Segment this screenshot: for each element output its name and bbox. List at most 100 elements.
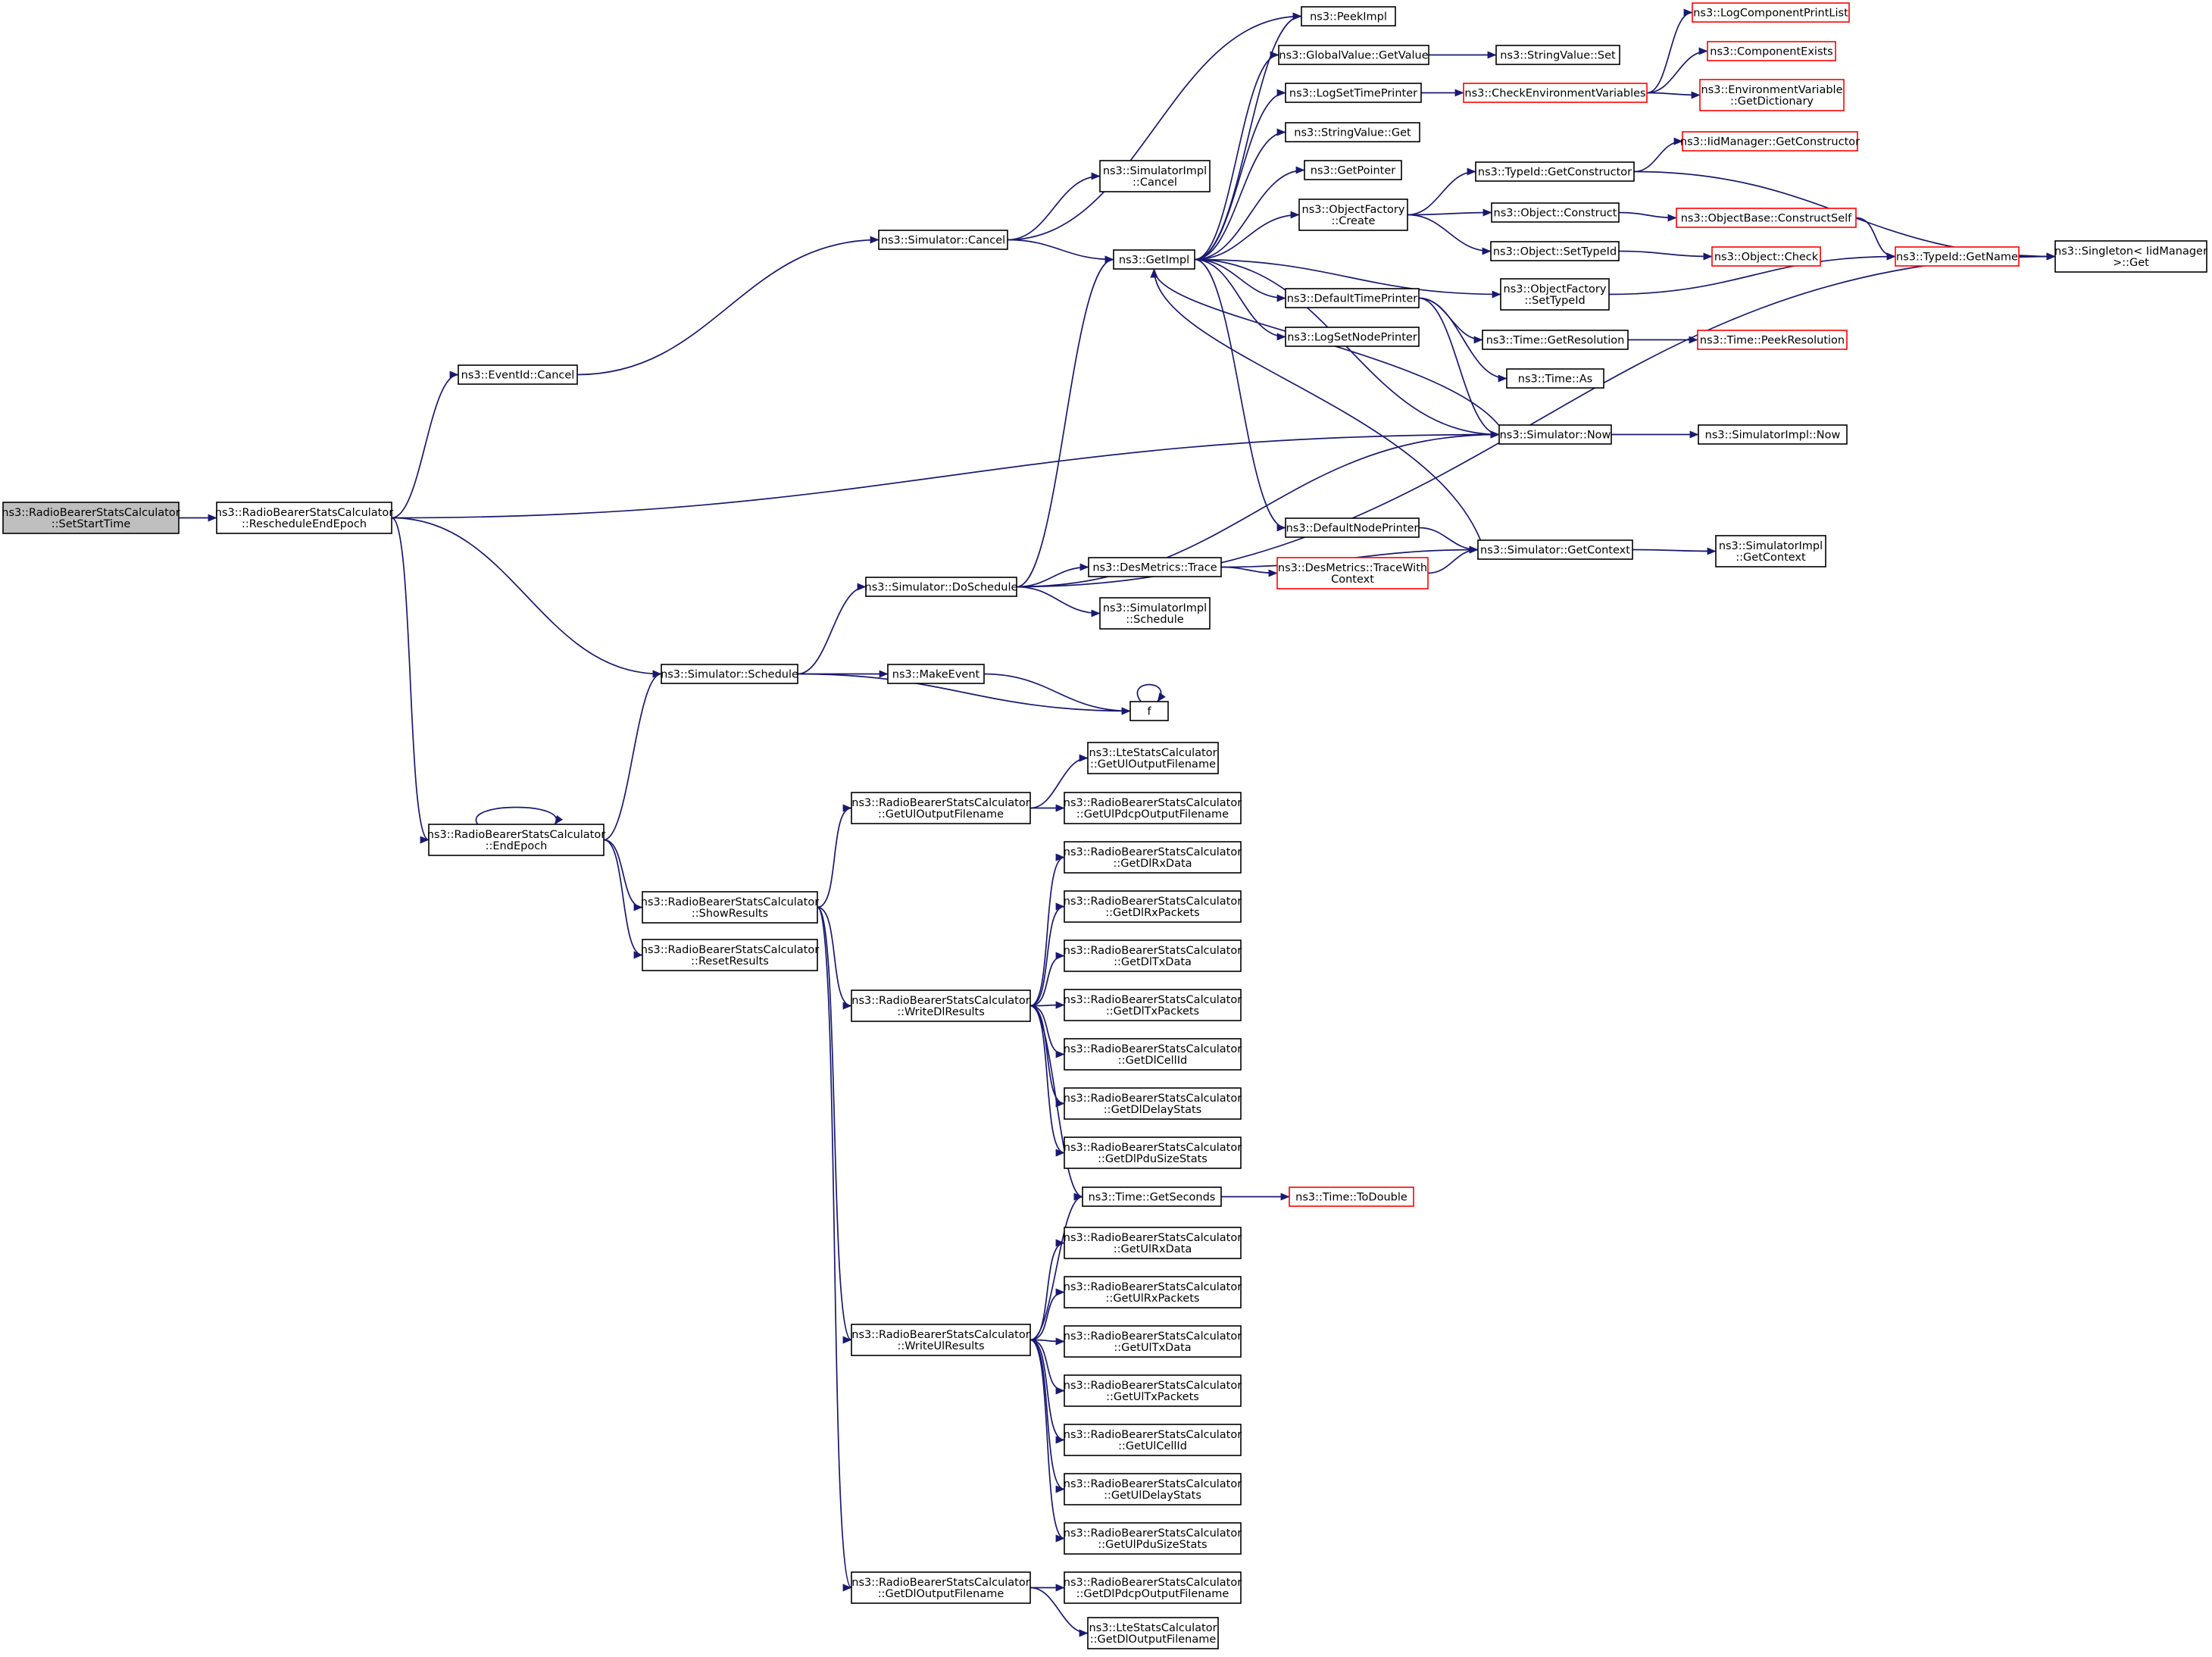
node-getdlrxpackets[interactable]: ns3::RadioBearerStatsCalculator::GetDlRx… — [1064, 890, 1242, 923]
node-label: ns3::DefaultNodePrinter — [1286, 523, 1419, 535]
node-getulrxpackets[interactable]: ns3::RadioBearerStatsCalculator::GetUlRx… — [1064, 1276, 1242, 1308]
node-iidgetctor[interactable]: ns3::IidManager::GetConstructor — [1680, 131, 1860, 152]
node-makeevent[interactable]: ns3::MakeEvent — [887, 664, 985, 684]
node-objbaseconstruct[interactable]: ns3::ObjectBase::ConstructSelf — [1676, 208, 1857, 228]
edge-typeidgetctor-to-iidgetctor — [1633, 137, 1683, 173]
node-box — [1064, 989, 1242, 1021]
node-box — [1285, 122, 1420, 142]
node-defaulttimeprinter[interactable]: ns3::DefaultTimePrinter — [1285, 288, 1420, 308]
node-getulpdcpoutfn[interactable]: ns3::RadioBearerStatsCalculator::GetUlPd… — [1064, 792, 1242, 824]
node-svget[interactable]: ns3::StringValue::Get — [1285, 122, 1420, 142]
node-simschedule[interactable]: ns3::Simulator::Schedule — [661, 664, 798, 684]
node-label: ns3::Time::As — [1518, 374, 1592, 386]
node-typeidgetctor[interactable]: ns3::TypeId::GetConstructor — [1475, 161, 1635, 182]
node-getdlrxdata[interactable]: ns3::RadioBearerStatsCalculator::GetDlRx… — [1064, 841, 1242, 874]
node-resetresults[interactable]: ns3::RadioBearerStatsCalculator::ResetRe… — [641, 939, 819, 971]
node-getuldelay[interactable]: ns3::RadioBearerStatsCalculator::GetUlDe… — [1064, 1473, 1242, 1505]
node-objfactcreate[interactable]: ns3::ObjectFactory::Create — [1298, 199, 1408, 231]
node-timeas[interactable]: ns3::Time::As — [1506, 368, 1604, 389]
node-getulpdusize[interactable]: ns3::RadioBearerStatsCalculator::GetUlPd… — [1064, 1522, 1242, 1555]
node-logsettime[interactable]: ns3::LogSetTimePrinter — [1285, 83, 1422, 103]
node-svset[interactable]: ns3::StringValue::Set — [1495, 45, 1620, 65]
node-eventcancel[interactable]: ns3::EventId::Cancel — [458, 364, 578, 385]
node-gvgetvalue[interactable]: ns3::GlobalValue::GetValue — [1278, 45, 1429, 65]
edge-defaulttimeprinter-to-timeas — [1418, 297, 1507, 383]
node-getulrxdata[interactable]: ns3::RadioBearerStatsCalculator::GetUlRx… — [1064, 1227, 1242, 1259]
node-simgetcontext[interactable]: ns3::Simulator::GetContext — [1477, 539, 1633, 560]
node-simdoschedule[interactable]: ns3::Simulator::DoSchedule — [865, 577, 1018, 597]
node-label: ns3::DesMetrics::Trace — [1092, 562, 1217, 574]
node-ltegetuloutfn[interactable]: ns3::LteStatsCalculator::GetUlOutputFile… — [1087, 742, 1219, 774]
node-ltegetdloutfn[interactable]: ns3::LteStatsCalculator::GetDlOutputFile… — [1087, 1617, 1219, 1649]
edge-writeul-to-getultxdata — [1029, 1337, 1065, 1346]
node-simimplschedule[interactable]: ns3::SimulatorImpl::Schedule — [1099, 597, 1211, 630]
node-getultxpackets[interactable]: ns3::RadioBearerStatsCalculator::GetUlTx… — [1064, 1374, 1242, 1407]
edge-writeul-to-timegetseconds — [1029, 1193, 1083, 1341]
node-peekimpl[interactable]: ns3::PeekImpl — [1301, 6, 1396, 27]
edge-writeul-to-getulpdusize — [1029, 1339, 1065, 1543]
node-getdloutfn[interactable]: ns3::RadioBearerStatsCalculator::GetDlOu… — [851, 1571, 1031, 1604]
node-getdlcellid[interactable]: ns3::RadioBearerStatsCalculator::GetDlCe… — [1064, 1038, 1242, 1071]
node-logcomplist[interactable]: ns3::LogComponentPrintList — [1692, 2, 1850, 23]
node-envgetdict[interactable]: ns3::EnvironmentVariable::GetDictionary — [1699, 79, 1845, 111]
node-label: ns3::RadioBearerStatsCalculator — [1064, 1043, 1242, 1055]
node-getdltxdata[interactable]: ns3::RadioBearerStatsCalculator::GetDlTx… — [1064, 939, 1242, 972]
node-singleton[interactable]: ns3::Singleton< IidManager >::Get — [2054, 240, 2207, 273]
node-getimpl[interactable]: ns3::GetImpl — [1113, 249, 1195, 270]
node-defaultnodeprinter[interactable]: ns3::DefaultNodePrinter — [1285, 517, 1420, 538]
node-simimplgetcontext[interactable]: ns3::SimulatorImpl::GetContext — [1715, 535, 1826, 567]
node-getdldelay[interactable]: ns3::RadioBearerStatsCalculator::GetDlDe… — [1064, 1087, 1242, 1120]
node-typeidgetname[interactable]: ns3::TypeId::GetName — [1895, 246, 2020, 267]
node-simcancel[interactable]: ns3::Simulator::Cancel — [878, 230, 1008, 250]
node-label: ::GetContext — [1736, 552, 1806, 564]
node-simimplcancel[interactable]: ns3::SimulatorImpl::Cancel — [1099, 160, 1211, 192]
node-compexists[interactable]: ns3::ComponentExists — [1707, 41, 1836, 61]
edge-desmetricstrace-to-desmetricstracectx — [1220, 566, 1278, 577]
node-label: ::GetUlOutputFilename — [878, 808, 1004, 821]
node-getuloutfn[interactable]: ns3::RadioBearerStatsCalculator::GetUlOu… — [851, 792, 1031, 824]
node-getdlpdusize[interactable]: ns3::RadioBearerStatsCalculator::GetDlPd… — [1064, 1136, 1242, 1169]
node-timepeekres[interactable]: ns3::Time::PeekResolution — [1697, 330, 1848, 350]
node-box — [1082, 1186, 1222, 1207]
edge-getimpl-to-logsetnode — [1194, 258, 1286, 341]
node-root[interactable]: ns3::RadioBearerStatsCalculator::SetStar… — [2, 502, 180, 534]
node-writedl[interactable]: ns3::RadioBearerStatsCalculator::WriteDl… — [851, 990, 1031, 1022]
edge-objsettypeid-to-objcheck — [1618, 250, 1713, 261]
node-simimplnow[interactable]: ns3::SimulatorImpl::Now — [1698, 424, 1848, 445]
node-getultxdata[interactable]: ns3::RadioBearerStatsCalculator::GetUlTx… — [1064, 1325, 1242, 1358]
call-edges — [179, 8, 2056, 1637]
node-checkenv[interactable]: ns3::CheckEnvironmentVariables — [1463, 83, 1648, 103]
node-reschedule[interactable]: ns3::RadioBearerStatsCalculator::Resched… — [215, 502, 393, 534]
node-timegetseconds[interactable]: ns3::Time::GetSeconds — [1082, 1186, 1222, 1207]
node-getpointer[interactable]: ns3::GetPointer — [1304, 160, 1402, 180]
node-getdlpdcpoutfn[interactable]: ns3::RadioBearerStatsCalculator::GetDlPd… — [1064, 1571, 1242, 1604]
node-label: ns3::PeekImpl — [1310, 11, 1387, 23]
node-logsetnode[interactable]: ns3::LogSetNodePrinter — [1285, 327, 1420, 347]
node-label: ns3::RadioBearerStatsCalculator — [215, 507, 393, 519]
node-box — [1064, 841, 1242, 874]
node-objfactsettypeid[interactable]: ns3::ObjectFactory::SetTypeId — [1500, 278, 1610, 311]
node-label: ns3::RadioBearerStatsCalculator — [2, 507, 180, 519]
edge-objbaseconstruct-to-typeidgetname — [1855, 217, 1896, 261]
node-objsettypeid[interactable]: ns3::Object::SetTypeId — [1490, 241, 1620, 261]
node-getulcellid[interactable]: ns3::RadioBearerStatsCalculator::GetUlCe… — [1064, 1424, 1242, 1456]
node-box — [1715, 535, 1826, 567]
node-showresults[interactable]: ns3::RadioBearerStatsCalculator::ShowRes… — [641, 891, 819, 924]
node-f[interactable]: f — [1129, 701, 1169, 721]
node-box — [642, 891, 818, 924]
edge-showresults-to-getuloutfn — [817, 804, 852, 908]
node-getdltxpackets[interactable]: ns3::RadioBearerStatsCalculator::GetDlTx… — [1064, 989, 1242, 1021]
node-simnow[interactable]: ns3::Simulator::Now — [1498, 424, 1612, 445]
node-objcheck[interactable]: ns3::Object::Check — [1711, 246, 1821, 267]
edge-simdoschedule-to-getimpl — [1016, 255, 1114, 588]
node-timetodouble[interactable]: ns3::Time::ToDouble — [1289, 1186, 1414, 1207]
edge-getimpl-to-logsettime — [1194, 89, 1286, 261]
node-label: ns3::EnvironmentVariable — [1701, 84, 1842, 96]
node-box — [1301, 6, 1396, 27]
node-timegetres[interactable]: ns3::Time::GetResolution — [1482, 330, 1629, 350]
node-endepoch[interactable]: ns3::RadioBearerStatsCalculator::EndEpoc… — [427, 824, 605, 856]
node-objconstruct[interactable]: ns3::Object::Construct — [1491, 202, 1620, 223]
node-desmetricstrace[interactable]: ns3::DesMetrics::Trace — [1088, 557, 1222, 577]
node-writeul[interactable]: ns3::RadioBearerStatsCalculator::WriteUl… — [851, 1324, 1031, 1356]
